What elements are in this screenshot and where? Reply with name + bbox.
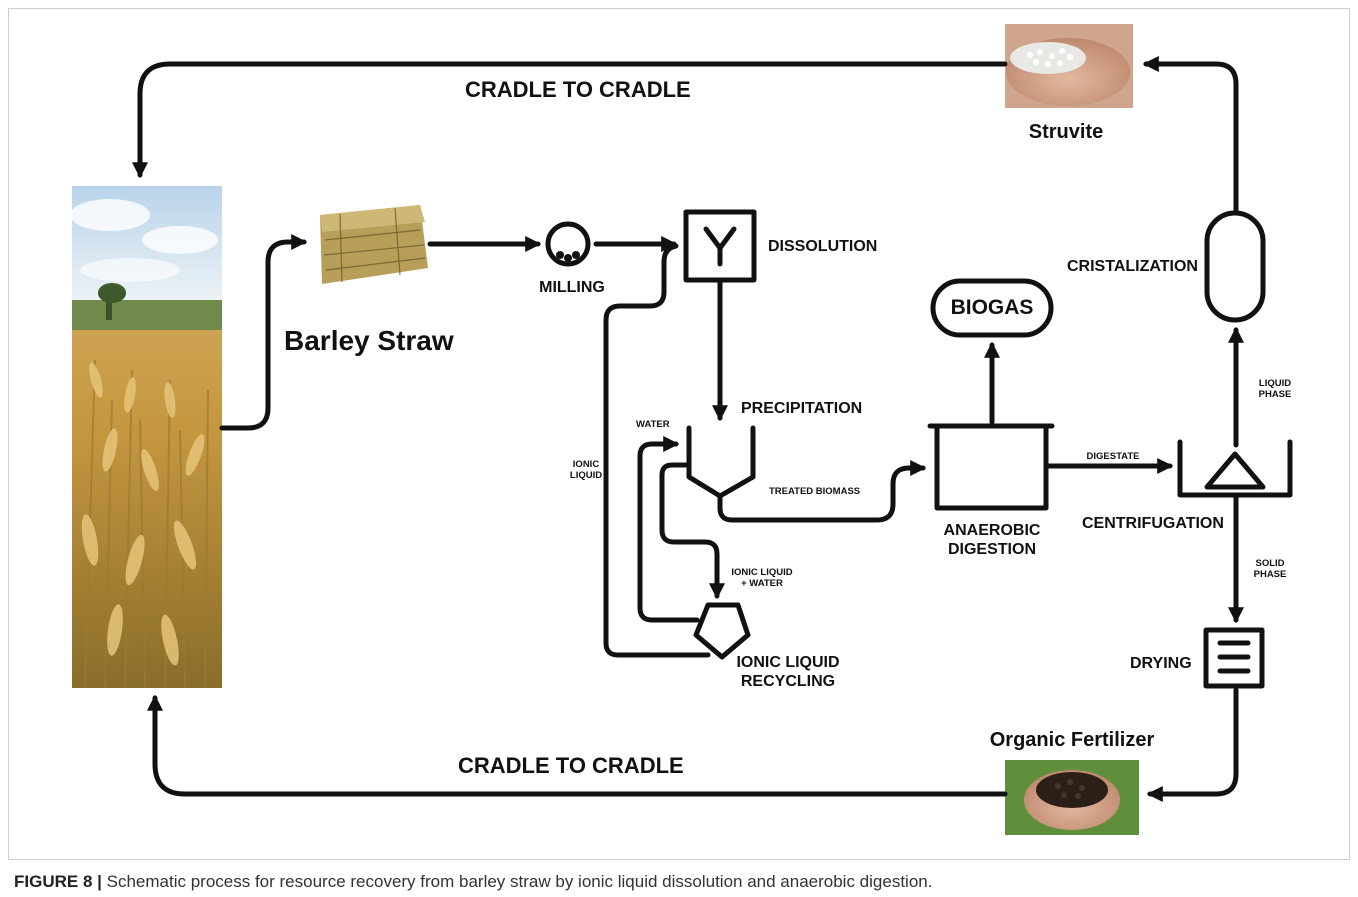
biogas-label: BIOGAS [951,296,1034,319]
digestate-flow-label: DIGESTATE [1087,451,1140,462]
dryer-symbol [1203,627,1265,689]
crystallizer-symbol [1204,210,1266,323]
centrifuge-symbol [1177,439,1293,498]
struvite-in-hand-photo [1005,24,1133,108]
barley-field-photo [70,186,222,689]
precipitation-tank-symbol [686,425,756,499]
organic-fertilizer-label: Organic Fertilizer [990,729,1155,751]
dissolution-label: DISSOLUTION [768,238,877,255]
figure-caption: FIGURE 8 | Schematic process for resourc… [14,872,932,892]
centrifugation-label: CENTRIFUGATION [1082,515,1224,532]
il-water-flow-label-1: IONIC LIQUID [731,567,792,578]
biogas-box-symbol [930,278,1054,338]
barley-straw-label: Barley Straw [284,325,454,356]
struvite-label: Struvite [1029,121,1103,143]
straw-bale-photo [320,205,428,284]
anaerobic-label-2: DIGESTION [948,541,1036,558]
il-recycling-pentagon-symbol [693,602,751,660]
flow-lines [131,55,1245,803]
ionic-liquid-flow-label-1: IONIC [573,459,600,470]
dissolution-tank-symbol [683,209,757,283]
cristalization-label: CRISTALIZATION [1067,258,1198,275]
il-recycling-label-1: IONIC LIQUID [736,654,839,671]
il-water-flow-label-2: + WATER [741,578,783,589]
anaerobic-label-1: ANAEROBIC [944,522,1041,539]
solid-phase-label-1: SOLID [1255,558,1284,569]
il-recycling-label-2: RECYCLING [741,673,835,690]
ionic-liquid-flow-label-2: LIQUID [570,470,602,481]
process-diagram: CRADLE TO CRADLE CRADLE TO CRADLE Struvi… [70,24,1293,835]
fertilizer-in-hands-photo [1005,760,1139,835]
top-loop-label: CRADLE TO CRADLE [465,77,691,102]
digestion-tank-symbol [927,423,1055,511]
water-flow-label: WATER [636,419,670,430]
liquid-phase-label-1: LIQUID [1259,378,1291,389]
drying-label: DRYING [1130,655,1192,672]
treated-biomass-flow-label: TREATED BIOMASS [769,486,860,497]
solid-phase-label-2: PHASE [1254,569,1287,580]
figure-caption-text: Schematic process for resource recovery … [101,872,933,891]
milling-label: MILLING [539,279,605,296]
liquid-phase-label-2: PHASE [1259,389,1292,400]
milling-symbol [545,221,591,267]
precipitation-label: PRECIPITATION [741,400,862,417]
bottom-loop-label: CRADLE TO CRADLE [458,753,684,778]
figure-caption-label: FIGURE 8 | [14,872,102,891]
figure-frame [8,8,1350,860]
